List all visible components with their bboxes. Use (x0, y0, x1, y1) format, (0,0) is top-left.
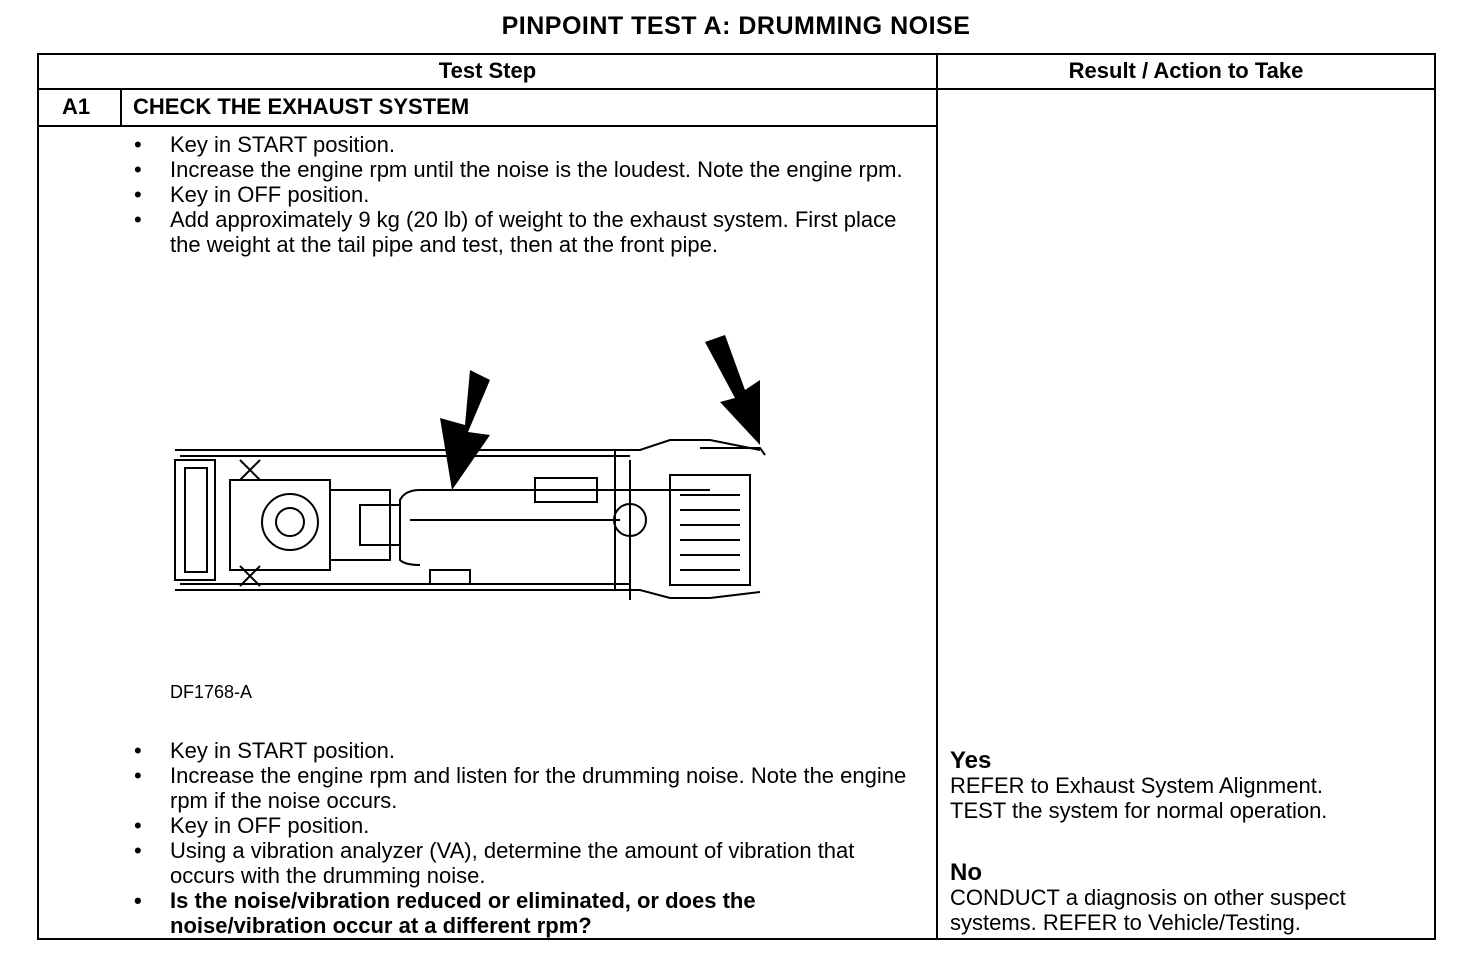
arrow-down-icon (440, 370, 490, 490)
instruction-list-2: Key in START position. Increase the engi… (134, 738, 914, 938)
question-item: Is the noise/vibration reduced or elimin… (134, 888, 914, 938)
list-item: Add approximately 9 kg (20 lb) of weight… (134, 207, 904, 257)
no-action-2: systems. REFER to Vehicle/Testing. (950, 910, 1301, 935)
page-title: PINPOINT TEST A: DRUMMING NOISE (501, 12, 971, 40)
list-item: Using a vibration analyzer (VA), determi… (134, 838, 914, 888)
vehicle-underbody-diagram (174, 335, 766, 600)
instruction-list-1: Key in START position. Increase the engi… (134, 132, 904, 257)
list-item: Increase the engine rpm and listen for t… (134, 763, 914, 813)
step-id-divider (120, 88, 122, 126)
arrow-down-icon (705, 335, 760, 445)
figure-caption: DF1768-A (170, 682, 253, 702)
header-divider (37, 88, 1436, 90)
list-item: Key in OFF position. (134, 813, 914, 838)
result-no: No CONDUCT a diagnosis on other suspect … (950, 860, 1430, 935)
no-label: No (950, 859, 982, 886)
step-row-divider (37, 125, 937, 127)
list-item: Key in START position. (134, 738, 914, 763)
yes-action-1: REFER to Exhaust System Alignment. (950, 773, 1323, 798)
no-action-1: CONDUCT a diagnosis on other suspect (950, 885, 1346, 910)
result-yes: Yes REFER to Exhaust System Alignment. T… (950, 748, 1430, 823)
list-item: Increase the engine rpm until the noise … (134, 157, 904, 182)
list-item: Key in START position. (134, 132, 904, 157)
header-result-action: Result / Action to Take (1068, 58, 1304, 83)
pinpoint-test-table (37, 53, 1436, 940)
header-test-step: Test Step (438, 58, 537, 83)
step-id: A1 (62, 94, 91, 119)
step-title: CHECK THE EXHAUST SYSTEM (133, 94, 470, 119)
column-divider (936, 53, 938, 940)
list-item: Key in OFF position. (134, 182, 904, 207)
yes-action-2: TEST the system for normal operation. (950, 798, 1328, 823)
yes-label: Yes (950, 747, 992, 774)
